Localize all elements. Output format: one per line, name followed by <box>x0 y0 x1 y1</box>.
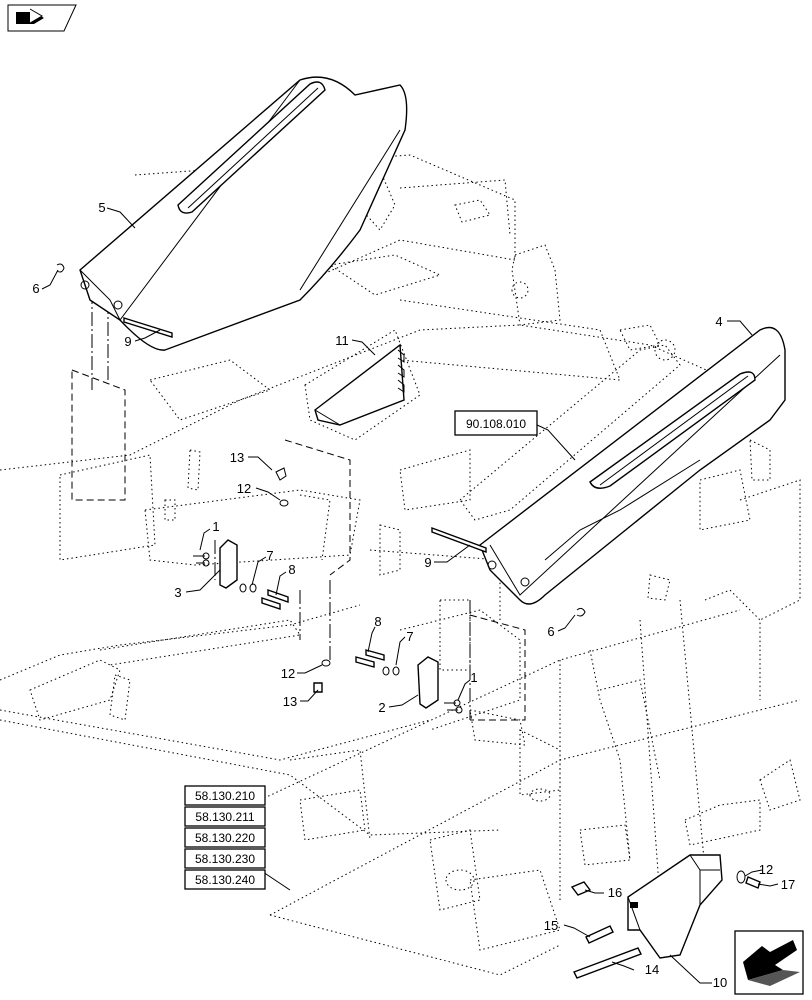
callout-numbers: 5 6 9 4 11 13 12 1 3 7 8 9 6 8 7 12 13 2… <box>32 200 795 990</box>
callout-3: 3 <box>174 585 181 600</box>
part-3-plate[interactable] <box>219 539 238 589</box>
part-8-bolts-upper[interactable] <box>261 589 289 610</box>
part-10-bracket[interactable] <box>627 854 723 959</box>
part-17-bolt[interactable] <box>745 876 761 889</box>
part-16-pin[interactable] <box>570 881 592 896</box>
arch-bracket <box>459 324 681 521</box>
reference-label-3: 58.130.220 <box>195 831 255 845</box>
callout-15: 15 <box>544 918 558 933</box>
part-12-washer-lower[interactable] <box>736 870 746 884</box>
callout-1-upper: 1 <box>212 519 219 534</box>
callout-8-lower: 8 <box>374 614 381 629</box>
callout-6-upper: 6 <box>32 281 39 296</box>
reference-label-5: 58.130.240 <box>195 873 255 887</box>
reference-label-4: 58.130.230 <box>195 852 255 866</box>
part-4-shield[interactable] <box>479 326 786 605</box>
callout-9-lower: 9 <box>424 555 431 570</box>
callout-9-upper: 9 <box>124 334 131 349</box>
callout-14: 14 <box>645 962 659 977</box>
callout-4: 4 <box>715 314 722 329</box>
callout-10: 10 <box>713 975 727 990</box>
callout-11: 11 <box>335 333 349 348</box>
part-14-pin[interactable] <box>573 947 642 979</box>
part-1-bolts-upper[interactable] <box>193 552 210 567</box>
part-6-clip-upper[interactable] <box>56 263 65 273</box>
reference-label-top: 90.108.010 <box>466 417 526 431</box>
part-8-bolts-lower[interactable] <box>355 649 385 668</box>
part-11-bracket[interactable] <box>304 329 421 441</box>
part-15-pin[interactable] <box>585 925 614 944</box>
orientation-arrow-icon[interactable] <box>734 930 804 995</box>
callout-13-lower: 13 <box>283 694 297 709</box>
reference-box-top[interactable]: 90.108.010 <box>454 410 538 436</box>
callout-17: 17 <box>781 877 795 892</box>
leader-lines <box>41 207 779 984</box>
machine-frame <box>0 154 801 976</box>
assembly-lines <box>71 290 526 721</box>
callout-12-middle: 12 <box>281 666 295 681</box>
callout-7-upper: 7 <box>266 548 273 563</box>
part-12-washer-upper[interactable] <box>279 499 289 507</box>
callout-6-lower: 6 <box>547 624 554 639</box>
callout-2: 2 <box>378 700 385 715</box>
callout-16: 16 <box>608 885 622 900</box>
callout-12-upper: 12 <box>237 481 251 496</box>
part-9-pin-lower[interactable] <box>431 526 487 554</box>
part-13-bolt-lower[interactable] <box>313 682 323 693</box>
part-1-bolts-lower[interactable] <box>444 699 463 714</box>
callout-8-upper: 8 <box>288 562 295 577</box>
reference-box-stack[interactable]: 58.130.210 58.130.211 58.130.220 58.130.… <box>184 785 266 890</box>
callout-5: 5 <box>98 200 105 215</box>
callout-12-lower: 12 <box>759 862 773 877</box>
book-navigation-icon[interactable] <box>7 4 77 32</box>
part-7-washers-lower[interactable] <box>382 666 400 676</box>
reference-label-2: 58.130.211 <box>195 810 254 824</box>
callout-7-lower: 7 <box>406 629 413 644</box>
part-7-washers-upper[interactable] <box>239 583 257 593</box>
part-2-plate[interactable] <box>417 656 439 709</box>
part-9-pin-upper[interactable] <box>123 317 173 338</box>
callout-13-upper: 13 <box>230 450 244 465</box>
part-5-shield[interactable] <box>79 76 408 351</box>
callout-1-lower: 1 <box>470 670 477 685</box>
part-12-washer-middle[interactable] <box>321 659 331 667</box>
reference-label-1: 58.130.210 <box>195 789 255 803</box>
part-6-clip-lower[interactable] <box>576 607 586 617</box>
part-13-bolt-upper[interactable] <box>275 467 287 481</box>
